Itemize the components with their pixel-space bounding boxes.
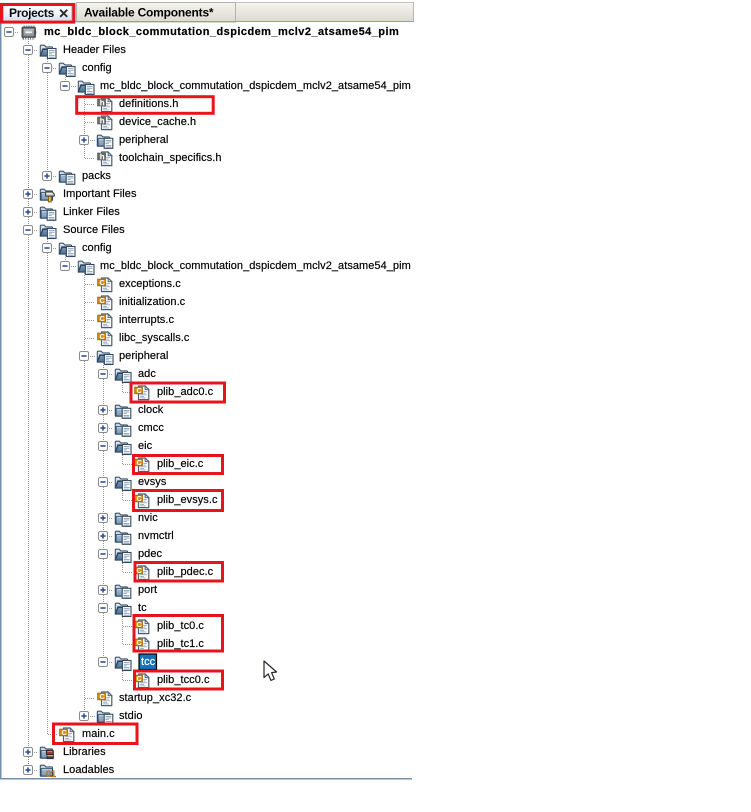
svg-text:evsys: evsys [138,476,167,488]
svg-text:mc_bldc_block_commutation_dspi: mc_bldc_block_commutation_dspicdem_mclv2… [100,80,411,92]
svg-text:startup_xc32.c: startup_xc32.c [119,692,192,704]
svg-text:tcc: tcc [141,656,156,668]
svg-text:Projects: Projects [9,6,55,20]
svg-text:plib_eic.c: plib_eic.c [157,458,204,470]
svg-text:initialization.c: initialization.c [119,296,186,308]
svg-text:Important Files: Important Files [63,188,137,200]
svg-text:plib_adc0.c: plib_adc0.c [157,386,214,398]
svg-text:peripheral: peripheral [119,350,168,362]
svg-text:stdio: stdio [119,710,143,722]
svg-text:clock: clock [138,404,164,416]
svg-text:eic: eic [138,440,153,452]
svg-text:tc: tc [138,602,147,614]
svg-text:interrupts.c: interrupts.c [119,314,174,326]
svg-text:toolchain_specifics.h: toolchain_specifics.h [119,152,222,164]
svg-text:nvic: nvic [138,512,158,524]
svg-text:mc_bldc_block_commutation_dspi: mc_bldc_block_commutation_dspicdem_mclv2… [100,260,411,272]
svg-text:adc: adc [138,368,156,380]
svg-text:port: port [138,584,157,596]
svg-text:plib_evsys.c: plib_evsys.c [157,494,218,506]
svg-text:pdec: pdec [138,548,163,560]
svg-text:exceptions.c: exceptions.c [119,278,181,290]
svg-text:Loadables: Loadables [63,764,115,776]
svg-text:nvmctrl: nvmctrl [138,530,174,542]
svg-text:Source Files: Source Files [63,224,125,236]
svg-text:Libraries: Libraries [63,746,106,758]
svg-text:peripheral: peripheral [119,134,168,146]
svg-text:device_cache.h: device_cache.h [119,116,196,128]
svg-text:cmcc: cmcc [138,422,164,434]
svg-text:Available Components*: Available Components* [84,6,214,20]
svg-text:libc_syscalls.c: libc_syscalls.c [119,332,190,344]
svg-text:plib_tcc0.c: plib_tcc0.c [157,674,210,686]
svg-text:plib_pdec.c: plib_pdec.c [157,566,214,578]
svg-text:Linker Files: Linker Files [63,206,120,218]
svg-text:mc_bldc_block_commutation_dspi: mc_bldc_block_commutation_dspicdem_mclv2… [44,26,399,38]
svg-text:plib_tc0.c: plib_tc0.c [157,620,204,632]
svg-text:Header Files: Header Files [63,44,126,56]
svg-text:config: config [82,62,112,74]
svg-text:definitions.h: definitions.h [119,98,178,110]
svg-text:packs: packs [82,170,111,182]
svg-text:config: config [82,242,112,254]
svg-text:main.c: main.c [82,728,115,740]
svg-text:plib_tc1.c: plib_tc1.c [157,638,204,650]
